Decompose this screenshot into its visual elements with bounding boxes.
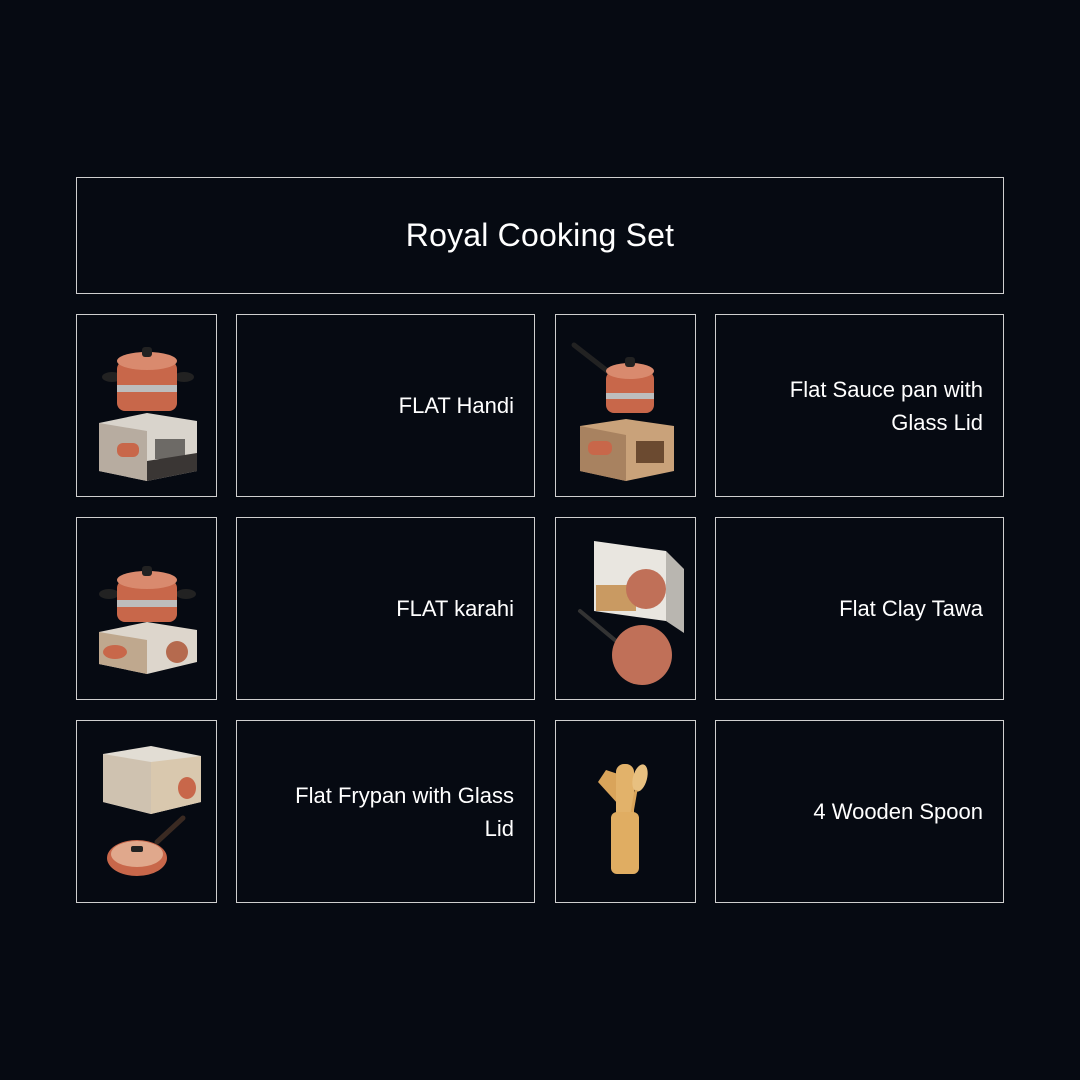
product-label: Flat Clay Tawa (839, 596, 983, 621)
product-label-cell: Flat Clay Tawa (715, 517, 1004, 700)
handi-pot-with-box-image (98, 346, 197, 481)
product-image-saucepan (555, 314, 696, 497)
product-label: FLAT Handi (398, 393, 514, 418)
product-label-cell: Flat Frypan with Glass Lid (236, 720, 535, 903)
karahi-with-box-image (98, 565, 197, 674)
product-label: 4 Wooden Spoon (813, 799, 983, 824)
product-image-tawa (555, 517, 696, 700)
product-image-spoons (555, 720, 696, 903)
title-banner: Royal Cooking Set (76, 177, 1004, 294)
product-image-karahi (76, 517, 217, 700)
tawa-with-box-image (577, 540, 684, 685)
product-label-cell: FLAT karahi (236, 517, 535, 700)
frypan-with-box-image (102, 745, 201, 876)
product-label: Flat Sauce pan with Glass Lid (789, 376, 983, 435)
product-image-handi (76, 314, 217, 497)
product-label-cell: 4 Wooden Spoon (715, 720, 1004, 903)
product-label: FLAT karahi (396, 596, 514, 621)
saucepan-with-box-image (571, 342, 674, 481)
product-label-cell: FLAT Handi (236, 314, 535, 497)
product-label: Flat Frypan with Glass Lid (295, 782, 514, 841)
wooden-spoons-holder-image (597, 763, 648, 874)
product-label-cell: Flat Sauce pan with Glass Lid (715, 314, 1004, 497)
product-image-frypan (76, 720, 217, 903)
page-title: Royal Cooking Set (405, 217, 675, 253)
